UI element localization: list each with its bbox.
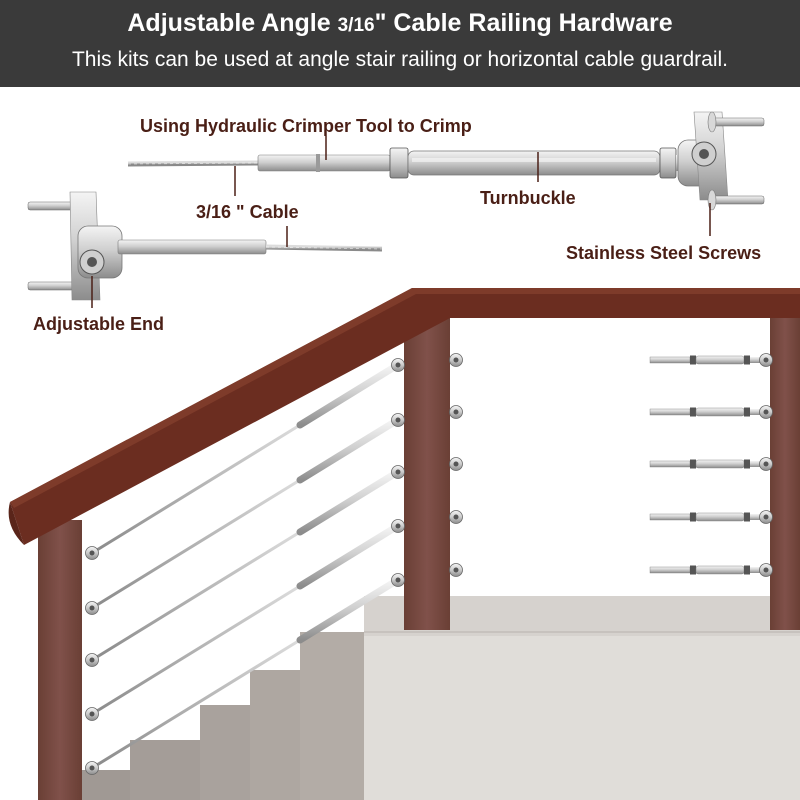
- horizontal-cables: [449, 353, 773, 577]
- post-right: [770, 300, 800, 630]
- sloped-cables: [85, 358, 405, 775]
- adjustable-end-label: Adjustable End: [33, 314, 165, 334]
- turnbuckle-icon: [127, 147, 690, 179]
- adjustable-end-icon: [27, 191, 383, 301]
- screw-icon: [707, 111, 765, 211]
- screws-label: Stainless Steel Screws: [566, 243, 762, 263]
- callout-lines: [91, 136, 711, 308]
- title-fraction: 3/16: [337, 15, 375, 36]
- turnbuckle-label: Turnbuckle: [480, 188, 576, 208]
- cable-label: 3/16 " Cable: [196, 202, 299, 222]
- header-banner: Adjustable Angle 3/16" Cable Railing Har…: [0, 0, 800, 87]
- top-rail: [10, 288, 800, 545]
- crimper-label: Using Hydraulic Crimper Tool to Crimp: [140, 116, 472, 136]
- page-subtitle: This kits can be used at angle stair rai…: [71, 48, 728, 71]
- title-text-end: " Cable Railing Hardware: [374, 9, 673, 37]
- mounting-bracket-icon: [677, 111, 729, 201]
- post-middle: [404, 312, 450, 630]
- post-left: [38, 520, 82, 800]
- railing-icon: [8, 288, 800, 800]
- title-text-start: Adjustable Angle: [127, 9, 338, 37]
- page-title: Adjustable Angle 3/16" Cable Railing Har…: [0, 9, 800, 38]
